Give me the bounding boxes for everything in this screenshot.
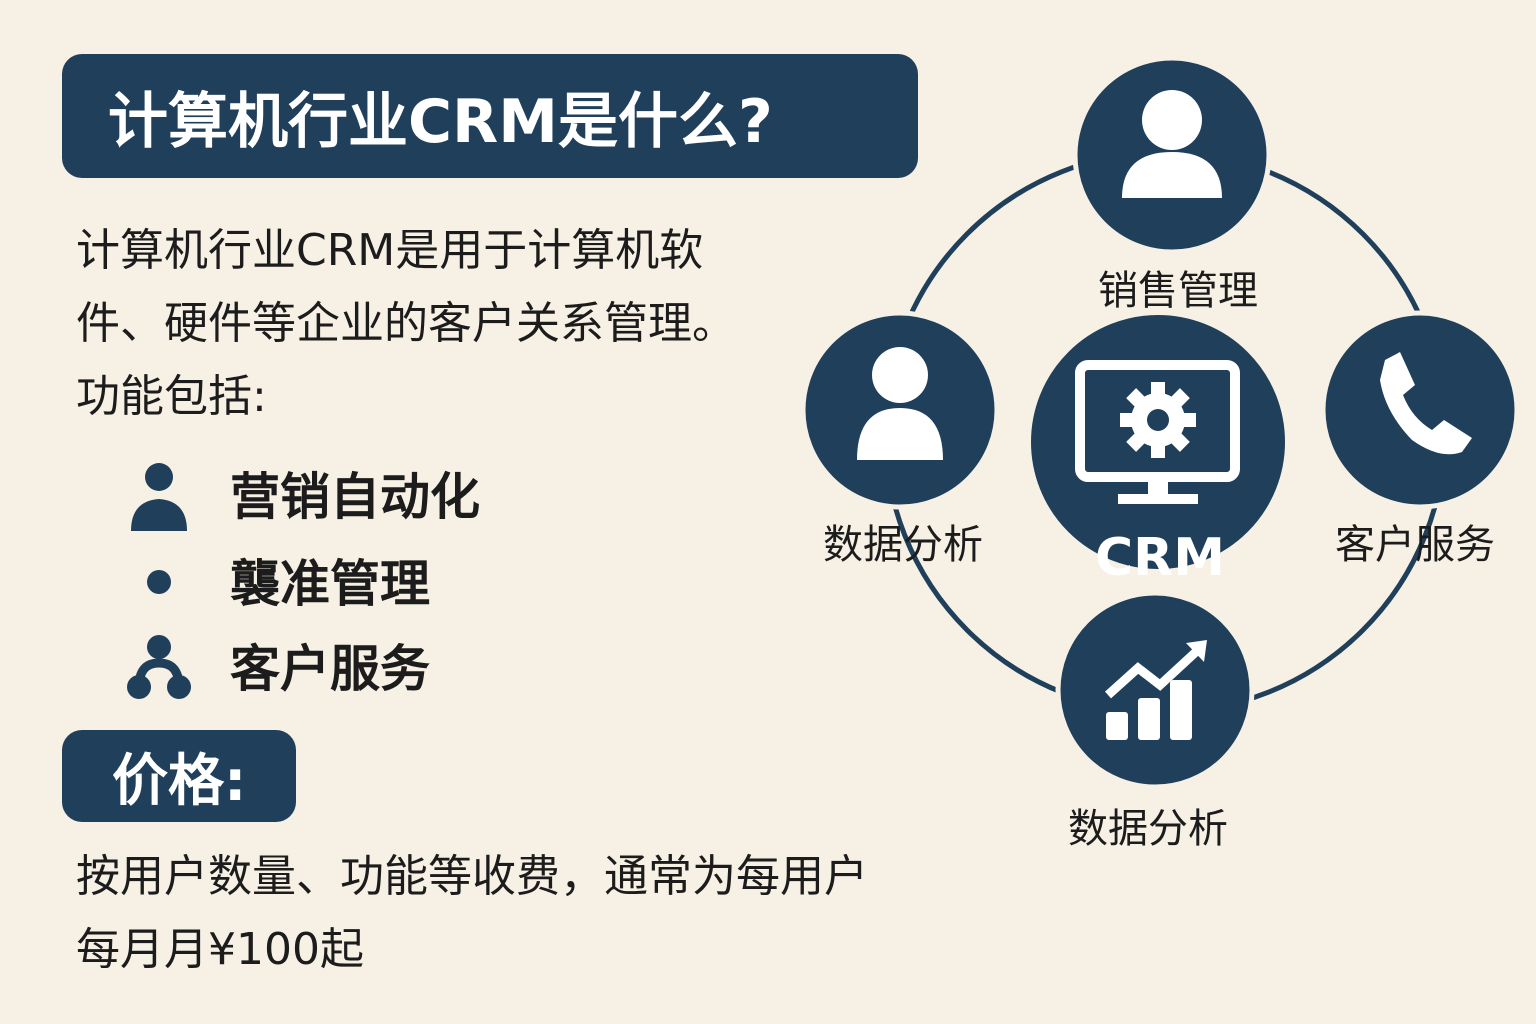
intro-line: 计算机行业CRM是用于计算机软	[76, 225, 704, 276]
feature-label: 客户服务	[230, 640, 430, 698]
node-analysis-left	[800, 310, 1000, 510]
phone-icon	[1380, 352, 1472, 455]
gear-icon	[1120, 382, 1196, 458]
price-line: 按用户数量、功能等收费，通常为每用户	[76, 851, 868, 902]
price-line: 每月月¥100起	[76, 924, 364, 975]
center-crm-node	[1025, 309, 1291, 575]
chart-icon	[1104, 640, 1207, 740]
node-service	[1320, 310, 1520, 510]
crm-label: CRM	[1095, 528, 1225, 588]
intro-line: 功能包括:	[76, 371, 267, 422]
user-icon	[857, 347, 943, 460]
node-sales	[1072, 55, 1272, 255]
node-label: 销售管理	[1098, 268, 1258, 314]
feature-item: 襲准管理	[120, 540, 430, 620]
page-title: 计算机行业CRM是什么?	[62, 54, 918, 178]
intro-text: 计算机行业CRM是用于计算机软 件、硬件等企业的客户关系管理。 功能包括:	[76, 214, 856, 433]
node-label: 数据分析	[823, 522, 983, 568]
price-text: 按用户数量、功能等收费，通常为每用户 每月月¥100起	[76, 840, 1056, 986]
intro-line: 件、硬件等企业的客户关系管理。	[76, 298, 736, 349]
feature-item: 营销自动化	[120, 453, 480, 533]
feature-item: 客户服务	[120, 625, 430, 705]
network-icon	[127, 635, 191, 699]
user-icon	[131, 463, 187, 531]
node-label: 客户服务	[1335, 522, 1495, 568]
node-analysis-bottom	[1055, 590, 1255, 790]
feature-label: 襲准管理	[230, 555, 430, 613]
user-icon	[1122, 90, 1222, 198]
price-heading: 价格:	[62, 730, 296, 822]
feature-label: 营销自动化	[230, 468, 480, 526]
node-label: 数据分析	[1068, 806, 1228, 852]
dot-icon	[147, 570, 171, 594]
